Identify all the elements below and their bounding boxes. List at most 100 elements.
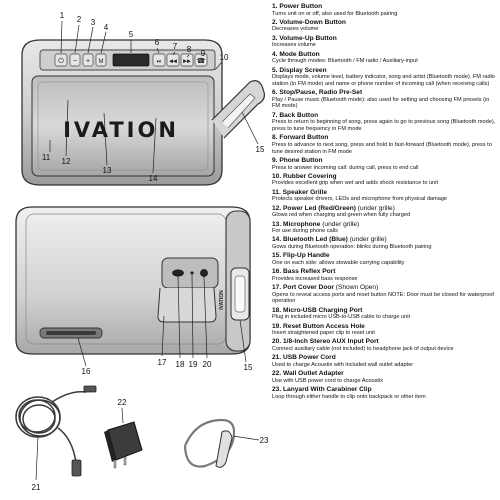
legend-entry-heading: 22. Wall Outlet Adapter [272,370,498,378]
button-row: ⏻ − + M ⏯ ◀◀ ▶▶ ☎ [54,53,208,67]
mode-button[interactable] [95,53,107,67]
micro-usb-port[interactable] [172,269,184,277]
legend-entry-heading: 18. Micro-USB Charging Port [272,307,498,315]
leader-22 [121,407,124,424]
product-diagram: ⏻ − + M ⏯ ◀◀ ▶▶ ☎ IVATION [15,11,269,492]
legend-entry-title: Reset Button Access Hole [283,322,365,330]
legend-entry-title: Display Screen [279,66,327,74]
legend-entry-title: Back Button [279,111,319,119]
callout-10: 10 [220,53,229,62]
legend-entry-description: Press to advance to next song, press and… [272,141,492,155]
callout-13: 13 [103,166,112,175]
legend-entry-heading: 10. Rubber Covering [272,173,498,181]
aux-input-port[interactable] [200,269,208,277]
play-pause-button[interactable] [152,53,166,67]
adapter-body [107,421,143,461]
port-recess [161,257,219,289]
legend-entry-number: 17. [272,284,282,292]
leader-4 [100,31,107,54]
forward-button[interactable] [180,53,194,67]
carabiner-clip [215,430,233,468]
volume-up-button[interactable] [82,53,94,67]
leader-10 [214,61,223,71]
leader-19 [191,274,194,359]
legend-entry-number: 21. [272,354,282,362]
usb-plug [71,459,82,477]
legend-entry-heading: 2. Volume-Down Button [272,19,498,27]
volume-up-glyph: + [86,58,90,65]
speaker-back-view: IVATION [15,206,251,355]
speaker-front-view: ⏻ − + M ⏯ ◀◀ ▶▶ ☎ IVATION [21,39,265,186]
legend-entry-title: USB Power Cord [283,354,336,362]
legend-entry-title: Micro-USB Charging Port [283,306,363,314]
callout-2: 2 [77,15,82,24]
reset-hole[interactable] [190,271,194,275]
legend-entry-number: 8. [272,134,278,142]
power-button[interactable] [54,53,68,67]
legend-entry-note: (under grille) [320,220,360,228]
legend-entry-title: 1/8-Inch Stereo AUX Input Port [283,338,379,346]
callout-7: 7 [173,42,178,51]
legend-entry-title: Lanyard With Carabiner Clip [283,386,372,394]
legend-entry-number: 4. [272,50,278,58]
legend-entry-number: 2. [272,18,278,26]
leader-8 [186,54,190,58]
legend-entry-heading: 11. Speaker Grille [272,189,498,197]
lanyard-loop [183,418,236,468]
legend-entry-heading: 1. Power Button [272,3,498,11]
legend-entry: 13. Microphone (under grille)For use dur… [272,221,498,235]
legend-entry-title: Phone Button [279,156,323,164]
legend-entry-heading: 5. Display Screen [272,67,498,75]
legend-entry-description: Provides excellent grip when wet and add… [272,180,439,187]
leader-lines [35,20,260,481]
accessories [15,385,236,477]
leader-15a [241,111,259,145]
legend-entry-description: Glows red when charging and green when f… [272,212,411,219]
legend-entry-number: 10. [272,172,282,180]
legend-entry-description: Opens to reveal access ports and reset b… [272,291,494,305]
legend-entry-number: 20. [272,338,282,346]
callout-4: 4 [104,23,109,32]
legend-entry-title: Speaker Grille [282,188,328,196]
legend-entry-description: For use during phone calls [272,228,338,235]
legend-entry: 12. Power Led (Red/Green) (under grille)… [272,205,498,219]
legend-entry-number: 16. [272,268,282,276]
legend-entry-description: Press to return to beginning of song, pr… [272,119,496,133]
callout-3: 3 [91,18,96,27]
leader-18 [177,275,181,359]
port-cover-door[interactable] [157,287,217,323]
callout-numbers: 1 2 3 4 5 6 7 8 9 10 11 12 13 14 15 16 1… [32,11,269,492]
back-button[interactable] [166,53,180,67]
legend-entry-title: Port Cover Door [283,284,334,292]
legend-entry-heading: 21. USB Power Cord [272,354,498,362]
volume-down-button[interactable] [69,53,81,67]
leader-9 [200,58,204,61]
phone-button-glyph: ☎ [197,57,206,65]
legend-entry-heading: 16. Bass Reflex Port [272,268,498,276]
forward-button-glyph: ▶▶ [183,59,191,65]
leader-13 [103,112,108,166]
callout-5: 5 [129,30,134,39]
legend-entry-heading: 13. Microphone (under grille) [272,221,498,229]
callout-11: 11 [42,153,51,162]
speaker-grille [31,75,215,177]
leader-7 [172,51,176,56]
legend-entry-number: 22. [272,370,282,378]
legend-entry-title: Volume-Up Button [279,34,337,42]
bass-reflex-inner [46,331,96,335]
legend-entry-title: Flip-Up Handle [283,252,330,260]
legend-entry-description: Decreases volume [272,26,319,33]
callout-9: 9 [201,49,206,58]
wall-outlet-adapter [104,421,143,469]
legend-entry-heading: 6. Stop/Pause, Radio Pre-Set [272,89,498,97]
